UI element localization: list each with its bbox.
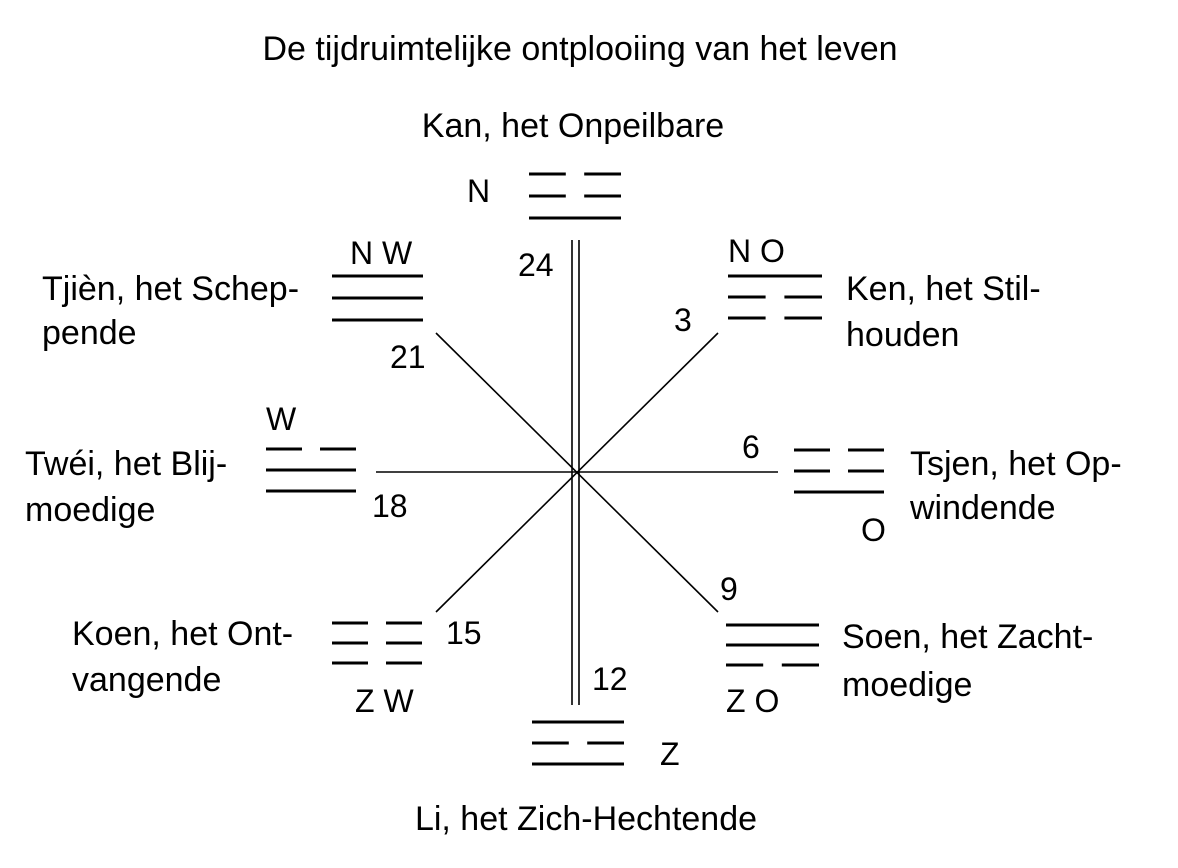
trigram-northwest: N W Tjièn, het Schep- pende 21 (42, 235, 426, 375)
direction-label-northwest: N W (350, 235, 413, 271)
number-label-south: 12 (592, 661, 628, 697)
direction-label-southwest: Z W (355, 683, 414, 719)
trigram-east: 6 Tsjen, het Op- windende O (742, 429, 1122, 548)
number-label-northwest: 21 (390, 339, 426, 375)
trigram-lines-north (529, 172, 621, 220)
direction-label-northeast: N O (728, 233, 785, 269)
trigram-south: 12 Z Li, het Zich-Hechtende (415, 661, 757, 838)
trigram-name-southeast-line1: Soen, het Zacht- (842, 618, 1093, 656)
trigram-name-northwest-line1: Tjièn, het Schep- (42, 270, 299, 308)
trigram-lines-east (794, 448, 884, 494)
trigram-name-northwest-line2: pende (42, 314, 137, 352)
number-label-west: 18 (372, 488, 408, 524)
direction-label-southeast: Z O (726, 683, 779, 719)
trigram-southeast: 9 Soen, het Zacht- moedige Z O (720, 571, 1093, 719)
trigram-name-southwest-line1: Koen, het Ont- (72, 615, 293, 653)
trigram-lines-south (532, 720, 624, 766)
trigram-lines-west (266, 447, 356, 493)
trigram-name-southwest-line2: vangende (72, 661, 221, 699)
trigram-north: Kan, het Onpeilbare N 24 (422, 107, 724, 283)
diagonal-axis-ne-sw (435, 332, 719, 613)
trigram-name-west-line2: moedige (25, 491, 155, 529)
trigram-northeast: N O Ken, het Stil- houden 3 (674, 233, 1041, 354)
trigram-name-west-line1: Twéi, het Blij- (25, 445, 227, 483)
compass-axes (376, 240, 778, 705)
trigram-name-northeast-line1: Ken, het Stil- (846, 270, 1041, 308)
trigram-name-northeast-line2: houden (846, 316, 959, 354)
trigram-lines-northwest (332, 274, 423, 322)
number-label-north: 24 (518, 247, 554, 283)
trigram-southwest: Koen, het Ont- vangende 15 Z W (72, 615, 482, 719)
trigram-lines-northeast (728, 274, 822, 320)
number-label-northeast: 3 (674, 302, 692, 338)
trigram-name-north: Kan, het Onpeilbare (422, 107, 724, 145)
direction-label-north: N (467, 173, 490, 209)
trigram-name-south: Li, het Zich-Hechtende (415, 800, 757, 838)
trigram-west: W Twéi, het Blij- moedige 18 (25, 401, 408, 529)
trigram-name-southeast-line2: moedige (842, 666, 972, 704)
trigram-lines-southeast (726, 623, 819, 667)
diagram-title: De tijdruimtelijke ontplooiing van het l… (262, 30, 897, 68)
number-label-southwest: 15 (446, 615, 482, 651)
trigram-name-east-line1: Tsjen, het Op- (910, 445, 1122, 483)
trigram-name-east-line2: windende (909, 489, 1056, 527)
number-label-southeast: 9 (720, 571, 738, 607)
trigram-lines-southwest (332, 621, 422, 665)
direction-label-east: O (861, 512, 886, 548)
direction-label-south: Z (660, 736, 680, 772)
direction-label-west: W (266, 401, 297, 437)
number-label-east: 6 (742, 429, 760, 465)
